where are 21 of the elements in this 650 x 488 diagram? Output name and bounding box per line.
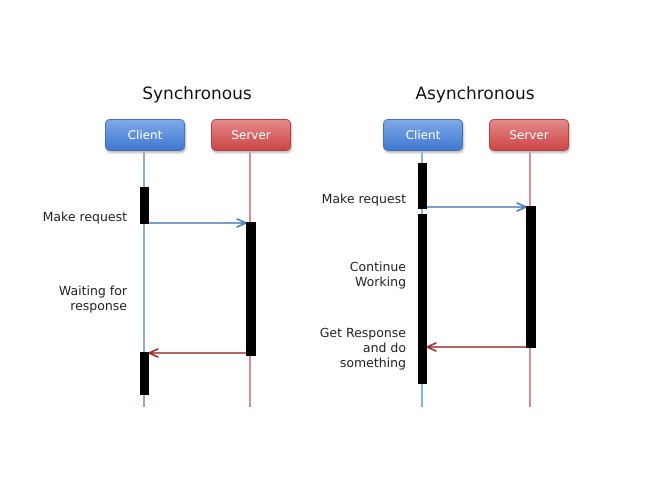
activation-bar xyxy=(418,214,427,384)
arrow xyxy=(148,348,246,358)
arrow xyxy=(427,202,527,212)
activation-bar xyxy=(418,163,427,209)
annotation: Make request xyxy=(320,191,406,206)
annotation: Waiting for response xyxy=(58,283,127,313)
activation-bar xyxy=(526,206,536,348)
heading: Asynchronous xyxy=(414,84,536,104)
annotation: Continue Working xyxy=(348,259,406,289)
client-box: Client xyxy=(105,119,185,151)
activation-bar xyxy=(246,222,256,356)
activation-bar xyxy=(140,352,149,395)
arrow xyxy=(149,218,247,228)
server-box: Server xyxy=(489,119,569,151)
annotation: Get Response and do something xyxy=(318,325,406,370)
heading: Synchronous xyxy=(141,84,253,104)
server-box: Server xyxy=(211,119,291,151)
activation-bar xyxy=(140,187,149,224)
annotation: Make request xyxy=(42,209,127,224)
arrow xyxy=(426,342,526,352)
client-box: Client xyxy=(383,119,463,151)
